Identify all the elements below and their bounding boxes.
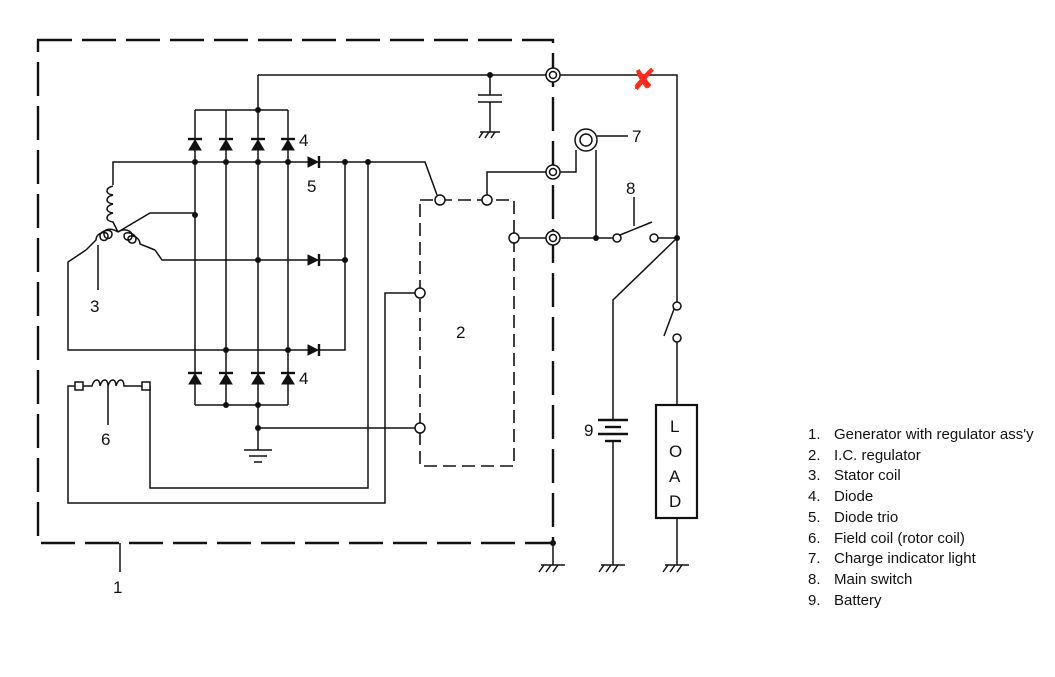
load-letter-l: L — [670, 417, 679, 436]
wire-indicator — [560, 150, 597, 238]
main-switch-contact — [612, 233, 622, 243]
junction-dot — [255, 425, 261, 431]
load-switch-icon — [663, 308, 675, 337]
legend-text: Battery — [834, 591, 882, 609]
wire-field-plus — [149, 162, 369, 489]
load-letter-a: A — [669, 467, 681, 486]
ground-symbol-rectifier — [244, 449, 272, 463]
load-switch-contact — [672, 333, 682, 343]
field-coil-brush-right — [141, 381, 151, 391]
charge-indicator-light-icon — [574, 128, 598, 152]
main-switch-icon — [619, 221, 653, 236]
field-coil-brush-left — [74, 381, 84, 391]
legend-item: 7. Charge indicator light — [808, 549, 1034, 570]
field-coil-icon — [82, 379, 142, 387]
legend-item: 3. Stator coil — [808, 466, 1034, 487]
wire-regulator-L — [486, 171, 553, 195]
stator-coil-icon — [85, 185, 156, 251]
rectifier-diode-columns — [194, 110, 289, 405]
regulator-terminals — [414, 194, 520, 434]
fault-x-mark: ✘ — [631, 63, 656, 98]
junction-dot — [342, 257, 348, 263]
legend-text: Generator with regulator ass'y — [834, 426, 1034, 443]
ground-symbol-capacitor — [478, 131, 500, 139]
wire-neutral — [117, 212, 195, 233]
load-letter-o: O — [669, 442, 682, 461]
legend-text: Diode trio — [834, 508, 899, 526]
junction-dot — [550, 540, 556, 546]
ic-regulator-box — [419, 199, 515, 467]
legend-text: Main switch — [834, 570, 913, 588]
legend-num: 2. — [808, 446, 821, 464]
legend-num: 5. — [808, 508, 821, 526]
wire-capacitor — [478, 75, 502, 132]
legend-item: 8. Main switch — [808, 570, 1034, 591]
legend-item: 4. Diode — [808, 487, 1034, 508]
load-letter-d: D — [669, 492, 681, 511]
legend-text: Charge indicator light — [834, 550, 976, 568]
legend-list: 1. Generator with regulator ass'y 2. I.C. … — [808, 425, 1034, 611]
legend-num: 1. — [808, 426, 821, 443]
label-diode-trio: 5 — [307, 177, 316, 196]
legend-text: Field coil (rotor coil) — [834, 529, 965, 547]
legend-item: 5. Diode trio — [808, 508, 1034, 529]
junction-dot — [593, 235, 599, 241]
ground-symbol-load — [662, 564, 689, 573]
legend-item: 1. Generator with regulator ass'y — [808, 425, 1034, 446]
legend-num: 8. — [808, 570, 821, 588]
battery-icon — [598, 418, 628, 443]
label-main-switch: 8 — [626, 179, 635, 198]
wire-phase-1 — [112, 161, 308, 185]
junction-dot — [342, 159, 348, 165]
legend-text: I.C. regulator — [834, 446, 921, 464]
legend-text: Stator coil — [834, 467, 901, 485]
label-stator: 3 — [90, 297, 99, 316]
legend-num: 3. — [808, 467, 821, 485]
diode-icon-bottom-row — [188, 371, 295, 385]
legend-item: 9. Battery — [808, 591, 1034, 612]
label-regulator: 2 — [456, 323, 465, 342]
legend-item: 6. Field coil (rotor coil) — [808, 529, 1034, 550]
load-switch-contact — [672, 301, 682, 311]
housing-terminals — [545, 67, 561, 246]
label-diode-bottom: 4 — [299, 369, 308, 388]
legend-num: 6. — [808, 529, 821, 547]
generator-housing — [36, 38, 555, 545]
phase-junctions — [192, 159, 291, 353]
wire-phase-2 — [154, 249, 308, 261]
label-battery: 9 — [584, 421, 593, 440]
label-generator: 1 — [113, 578, 122, 597]
legend-num: 7. — [808, 550, 821, 568]
wire-ground — [257, 405, 418, 450]
ground-symbol-battery — [598, 564, 625, 573]
legend-text: Diode — [834, 488, 874, 506]
ground-symbol-housing — [538, 543, 565, 573]
legend-item: 2. I.C. regulator — [808, 446, 1034, 467]
legend-num: 4. — [808, 488, 821, 506]
legend-num: 9. — [808, 591, 821, 609]
wire-field-minus — [67, 292, 418, 504]
label-diode-top: 4 — [299, 131, 308, 150]
wire-battery — [612, 237, 678, 565]
load-box — [654, 403, 699, 520]
wire-phase-3 — [67, 249, 308, 351]
label-field-coil: 6 — [101, 430, 110, 449]
wire-bplus-top — [258, 74, 678, 240]
label-indicator: 7 — [632, 127, 641, 146]
main-switch-contact — [649, 233, 659, 243]
diode-icon-top-row — [188, 137, 295, 151]
